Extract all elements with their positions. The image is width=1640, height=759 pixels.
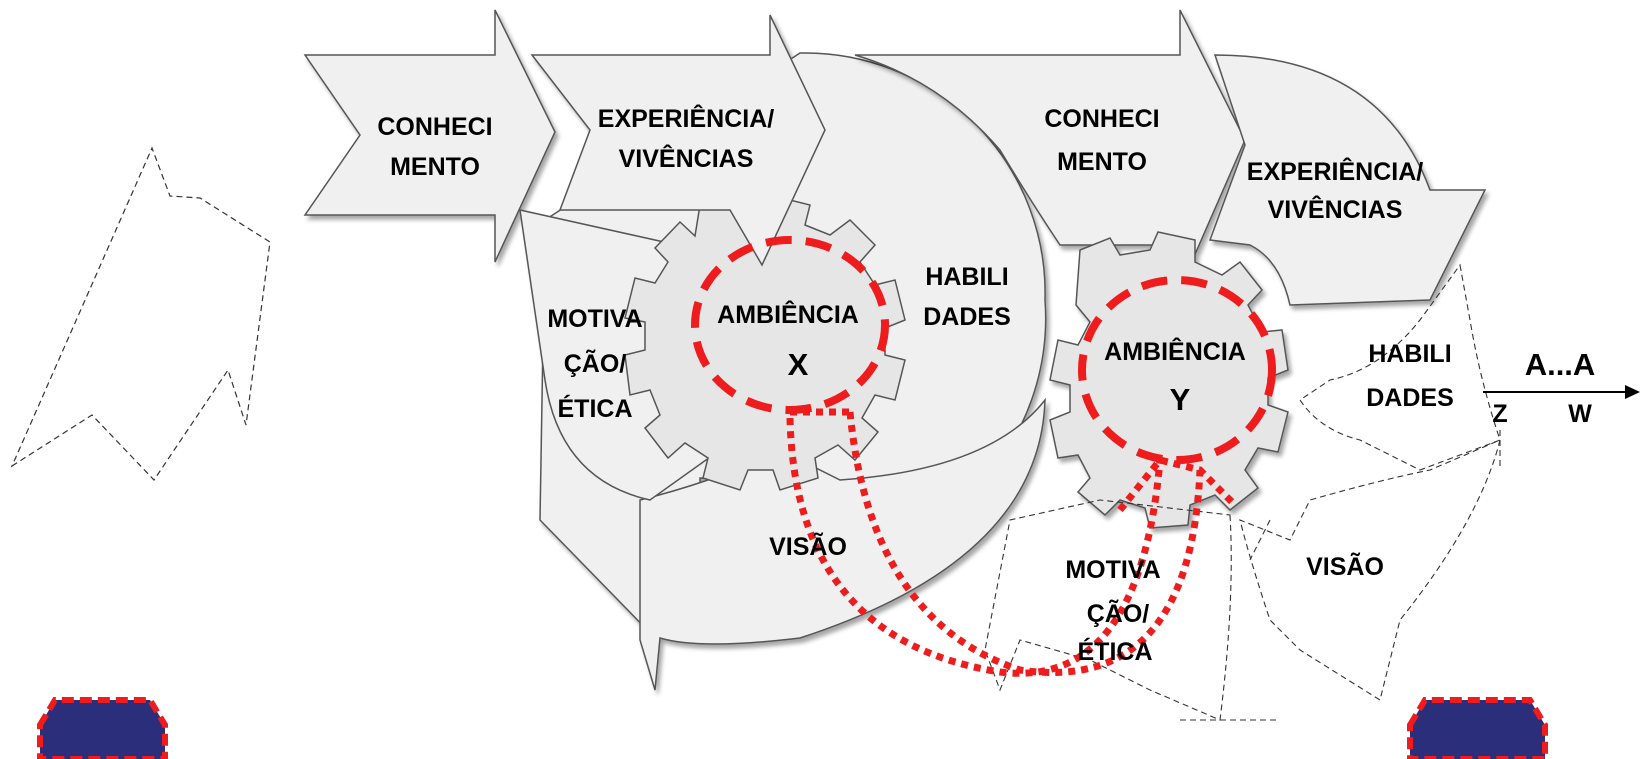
cycle-x-ambiencia: AMBIÊNCIA <box>717 299 859 329</box>
cycle-x-habilidades-line2: DADES <box>923 303 1011 331</box>
red-dotted-connectors <box>786 408 1238 677</box>
cycle-x-experiencia-line2: VIVÊNCIAS <box>619 143 754 173</box>
cycle-x-motivacao-line1: MOTIVA <box>547 305 642 333</box>
transition-arrow <box>1483 385 1640 399</box>
cycle-y-habilidades-line1: HABILI <box>1368 340 1451 368</box>
navy-corner-shape-right <box>1407 697 1548 759</box>
dashed-arrow-outline-left <box>10 146 271 481</box>
cycle-x-motivacao-line3: ÉTICA <box>558 394 633 423</box>
cycle-y-experiencia-line1: EXPERIÊNCIA/ <box>1247 156 1423 186</box>
navy-corner-shape-left <box>37 697 168 759</box>
cycle-x-conhecimento-line1: CONHECI <box>377 113 492 141</box>
cycle-x-habilidades-line1: HABILI <box>925 263 1008 291</box>
cycle-y-dashed-outlines <box>984 263 1501 721</box>
transition-top-label: A...A <box>1525 347 1596 382</box>
cycle-y-arrow-conhecimento <box>854 9 1246 301</box>
cycle-y-visao: VISÃO <box>1306 551 1384 581</box>
cycle-x-ambiencia-letter: X <box>788 347 809 382</box>
cycle-x-experiencia-line1: EXPERIÊNCIA/ <box>598 103 774 133</box>
cycle-x-visao: VISÃO <box>769 531 847 561</box>
cycle-y-conhecimento-line1: CONHECI <box>1044 105 1159 133</box>
cycle-y-arrow-experiencia <box>1208 54 1487 306</box>
cycle-y-habilidades-line2: DADES <box>1366 384 1454 412</box>
cycle-y-ambiencia-letter: Y <box>1170 382 1191 417</box>
cycle-y-conhecimento-line2: MENTO <box>1057 148 1147 176</box>
cycle-y-gear <box>1049 231 1289 529</box>
cycle-x-arrow-conhecimento <box>303 9 556 263</box>
cycle-x-conhecimento-line2: MENTO <box>390 153 480 181</box>
cycle-y-center-ring <box>1078 276 1276 464</box>
cycle-x-gear <box>624 194 906 491</box>
cycle-x <box>303 9 1047 691</box>
cycle-x-arrow-experiencia <box>530 14 826 267</box>
cycle-y-motivacao-line2: ÇÃO/ <box>1087 598 1150 628</box>
transition-bottom-left-label: Z <box>1492 400 1507 428</box>
cycle-x-motivacao-line2: ÇÃO/ <box>564 348 627 378</box>
cycle-y-ambiencia: AMBIÊNCIA <box>1104 336 1246 366</box>
transition-bottom-right-label: W <box>1568 400 1592 428</box>
cycle-y-motivacao-line1: MOTIVA <box>1065 556 1160 584</box>
cycle-y-motivacao-line3: ÉTICA <box>1078 637 1153 666</box>
cycle-y-experiencia-line2: VIVÊNCIAS <box>1268 194 1403 224</box>
